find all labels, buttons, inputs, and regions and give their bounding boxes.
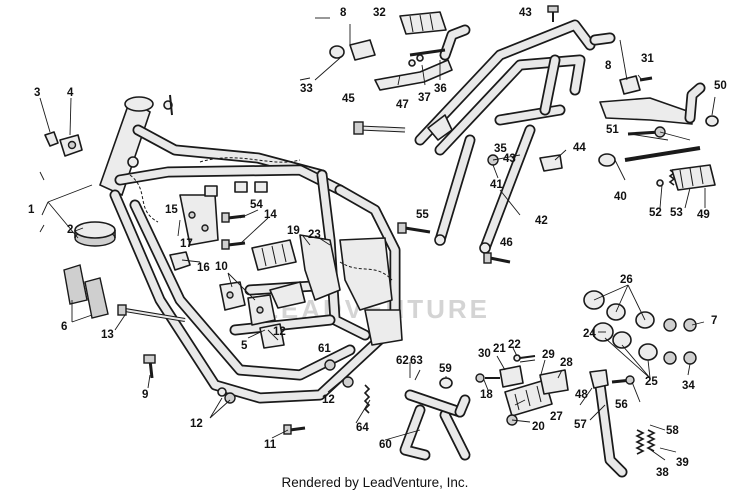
callout-3: 3 — [34, 87, 40, 99]
callout-labels: 1 2 3 4 5 6 7 8 8 9 10 11 12 12 12 13 14… — [28, 7, 727, 479]
callout-22: 22 — [508, 339, 521, 351]
swingarm-bushings — [583, 290, 658, 361]
callout-12c: 12 — [322, 394, 335, 406]
callout-15: 15 — [165, 204, 178, 216]
callout-61: 61 — [318, 343, 331, 355]
callout-32: 32 — [373, 7, 386, 19]
callout-37: 37 — [418, 92, 431, 104]
part-6-pads — [63, 264, 109, 319]
passenger-footpeg-left — [329, 11, 471, 91]
callout-12b: 12 — [273, 326, 286, 338]
part-44-bracket — [539, 154, 563, 172]
callout-45: 45 — [342, 93, 355, 105]
footpeg-assembly — [475, 354, 569, 426]
callout-28: 28 — [560, 357, 573, 369]
callout-21: 21 — [493, 343, 506, 355]
callout-52: 52 — [649, 207, 662, 219]
callout-55: 55 — [416, 209, 429, 221]
callout-48: 48 — [575, 389, 588, 401]
callout-1: 1 — [28, 204, 35, 216]
callout-12a: 12 — [190, 418, 203, 430]
callout-57: 57 — [574, 419, 587, 431]
callout-43b: 43 — [503, 153, 516, 165]
callout-11: 11 — [264, 439, 277, 451]
callout-10: 10 — [215, 261, 228, 273]
rear-subframe — [414, 19, 616, 254]
callout-39: 39 — [676, 457, 689, 469]
callout-50: 50 — [714, 80, 727, 92]
callout-58: 58 — [666, 425, 679, 437]
callout-8a: 8 — [340, 7, 347, 19]
callout-56: 56 — [615, 399, 628, 411]
callout-4: 4 — [67, 87, 74, 99]
part-13-long-bolt — [117, 304, 186, 322]
callout-18: 18 — [480, 389, 493, 401]
callout-14: 14 — [264, 209, 277, 221]
callout-2: 2 — [67, 224, 73, 236]
callout-47: 47 — [396, 99, 409, 111]
callout-25: 25 — [645, 376, 658, 388]
callout-19: 19 — [287, 225, 300, 237]
callout-40: 40 — [614, 191, 627, 203]
center-stand — [399, 389, 471, 461]
part-19-footrest — [251, 239, 297, 271]
part-4-clamp — [44, 131, 83, 157]
callout-29: 29 — [542, 349, 555, 361]
callout-53: 53 — [670, 207, 683, 219]
render-credit: Rendered by LeadVenture, Inc. — [281, 475, 469, 490]
callout-35: 35 — [494, 143, 507, 155]
brackets — [169, 251, 306, 349]
callout-24: 24 — [583, 328, 596, 340]
callout-26: 26 — [620, 274, 633, 286]
passenger-footpeg-right — [598, 75, 719, 191]
bolts — [143, 5, 697, 435]
callout-6: 6 — [61, 321, 67, 333]
callout-62: 62 — [396, 355, 409, 367]
callout-64: 64 — [356, 422, 369, 434]
part-45-bolt — [353, 121, 406, 135]
callout-33: 33 — [300, 83, 313, 95]
side-stand — [589, 369, 635, 478]
callout-46: 46 — [500, 237, 513, 249]
callout-38: 38 — [656, 467, 669, 479]
callout-31: 31 — [641, 53, 654, 65]
callout-27: 27 — [550, 411, 563, 423]
callout-54: 54 — [250, 199, 263, 211]
callout-13: 13 — [101, 329, 114, 341]
callout-34: 34 — [682, 380, 695, 392]
callout-17: 17 — [180, 238, 193, 250]
main-frame — [99, 94, 403, 404]
callout-51: 51 — [606, 124, 619, 136]
callout-59: 59 — [439, 363, 452, 375]
callout-49: 49 — [697, 209, 710, 221]
callout-44: 44 — [573, 142, 586, 154]
callout-9: 9 — [142, 389, 148, 401]
callout-63: 63 — [410, 355, 423, 367]
leader-lines — [39, 17, 716, 461]
callout-41: 41 — [490, 179, 503, 191]
callout-43a: 43 — [519, 7, 532, 19]
callout-5: 5 — [241, 340, 248, 352]
callout-23: 23 — [308, 229, 321, 241]
callout-60: 60 — [379, 439, 392, 451]
callout-30: 30 — [478, 348, 491, 360]
callout-36: 36 — [434, 83, 447, 95]
part-2-bushing — [74, 221, 116, 247]
callout-16: 16 — [197, 262, 210, 274]
callout-8b: 8 — [605, 60, 612, 72]
part-59-cap — [439, 377, 453, 389]
callout-20: 20 — [532, 421, 545, 433]
callout-42: 42 — [535, 215, 548, 227]
callout-7: 7 — [711, 315, 717, 327]
